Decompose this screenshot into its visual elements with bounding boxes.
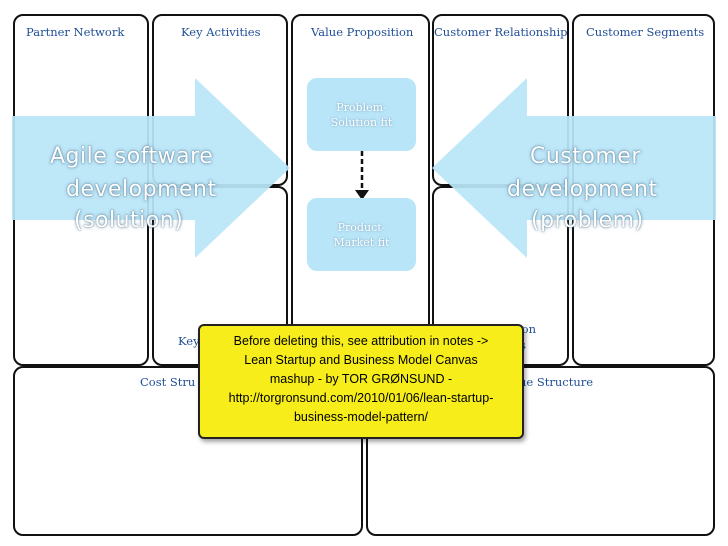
note-line2: Lean Startup and Business Model Canvas — [244, 353, 478, 367]
note-line5: business-model-pattern/ — [293, 410, 429, 424]
left-arrow-line3: (solution) — [74, 208, 184, 233]
left-arrow-shape — [12, 78, 290, 258]
header-customer-relationship: Customer Relationship — [434, 25, 568, 39]
note-line1: Before deleting this, see attribution in… — [233, 334, 489, 348]
problem-solution-fit-line2: Solution fit — [330, 115, 393, 129]
right-arrow-shape — [432, 78, 716, 258]
note-line4: http://torgronsund.com/2010/01/06/lean-s… — [228, 391, 494, 405]
header-partner-network: Partner Network — [26, 25, 125, 39]
product-market-fit-line2: Market fit — [333, 235, 390, 249]
header-cost-structure: Cost Stru — [140, 375, 196, 389]
left-arrow-line1: Agile software — [50, 144, 214, 169]
problem-solution-fit-box: Problem- Solution fit — [307, 78, 416, 151]
attribution-note: Before deleting this, see attribution in… — [198, 324, 524, 439]
left-arrow-line2: development — [66, 177, 217, 202]
product-market-fit-line1: Product- — [337, 220, 386, 234]
problem-solution-fit-line1: Problem- — [336, 100, 387, 114]
right-arrow-line3: (problem) — [531, 208, 644, 233]
right-arrow-line1: Customer — [530, 144, 641, 169]
note-line3: mashup - by TOR GRØNSUND - — [269, 372, 453, 386]
header-revenue-structure: ue Structure — [519, 375, 594, 389]
right-arrow-line2: development — [507, 177, 658, 202]
header-key-activities: Key Activities — [181, 25, 261, 39]
header-customer-segments: Customer Segments — [586, 25, 705, 39]
header-key-resources: Key — [178, 334, 200, 348]
fit-connector-arrowhead — [355, 190, 369, 200]
header-value-proposition: Value Proposition — [311, 25, 414, 39]
product-market-fit-box: Product- Market fit — [307, 198, 416, 271]
